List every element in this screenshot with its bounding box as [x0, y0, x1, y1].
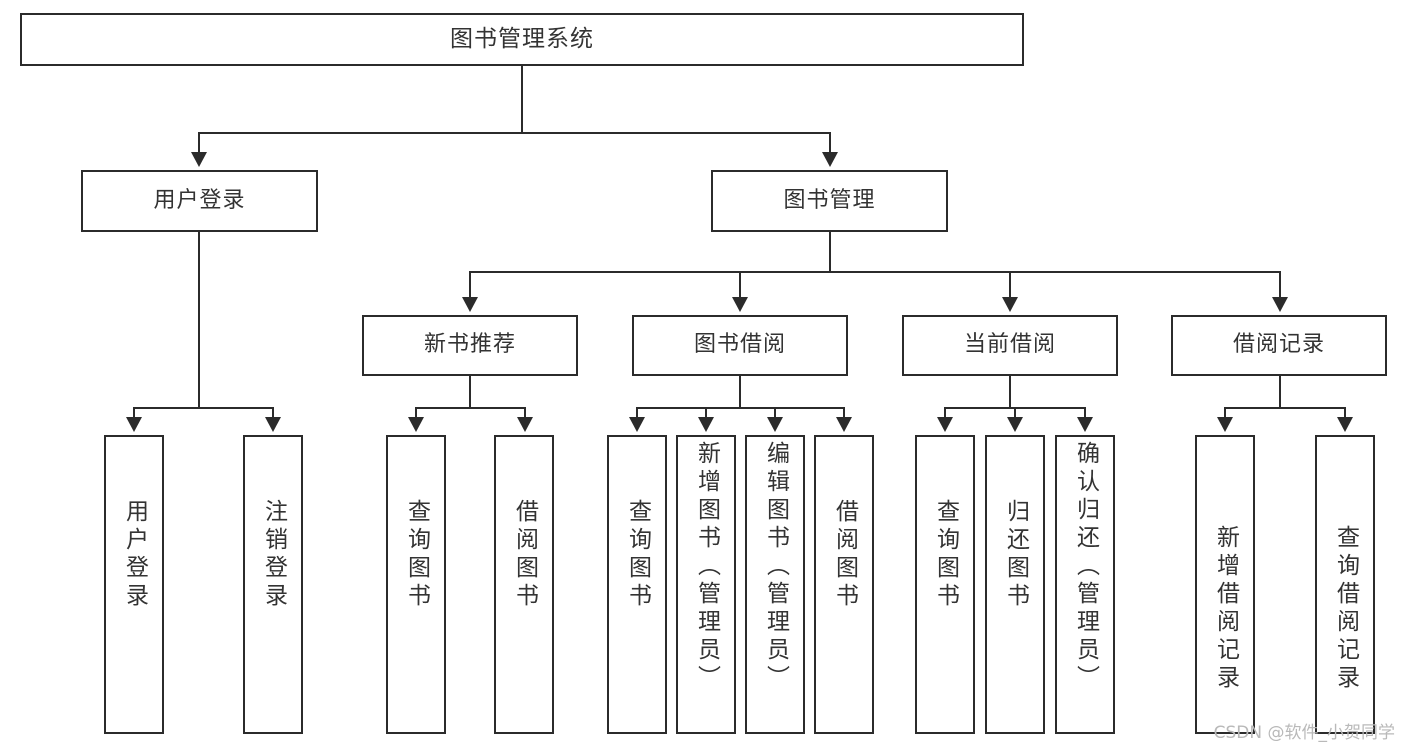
connector-borrow-l2 — [705, 407, 707, 419]
arrowhead-user-login — [191, 152, 207, 167]
node-leaf-query-record[interactable]: 查询借阅记录 — [1315, 435, 1375, 734]
connector-borrow-bus — [636, 407, 844, 409]
connector-user-login-stem — [198, 232, 200, 408]
node-leaf-logout-label: 注销登录 — [260, 499, 287, 611]
node-leaf-query-book-1[interactable]: 查询图书 — [386, 435, 446, 734]
node-book-manage-label: 图书管理 — [783, 187, 876, 213]
connector-user-login-bus — [133, 407, 273, 409]
connector-user-login-l2 — [272, 407, 274, 419]
node-leaf-query-book-2-label: 查询图书 — [624, 499, 651, 611]
node-new-book-recommend-label: 新书推荐 — [423, 332, 516, 358]
node-leaf-return-book[interactable]: 归还图书 — [985, 435, 1045, 734]
connector-book-manage-stem — [829, 232, 831, 272]
node-leaf-user-login[interactable]: 用户登录 — [104, 435, 164, 734]
node-leaf-user-login-label: 用户登录 — [121, 499, 148, 611]
node-leaf-return-book-label: 归还图书 — [1002, 499, 1029, 611]
arrowhead-leaf-add-book — [698, 417, 714, 432]
node-leaf-borrow-book-2-label: 借阅图书 — [831, 499, 858, 611]
connector-bm-to-recommend — [469, 271, 471, 299]
arrowhead-leaf-borrow-book-2 — [836, 417, 852, 432]
connector-record-bus — [1224, 407, 1345, 409]
node-leaf-add-record[interactable]: 新增借阅记录 — [1195, 435, 1255, 734]
node-leaf-query-book-3-label: 查询图书 — [932, 499, 959, 611]
connector-record-l2 — [1344, 407, 1346, 419]
arrowhead-leaf-logout — [265, 417, 281, 432]
connector-recommend-bus — [415, 407, 525, 409]
connector-borrow-l4 — [843, 407, 845, 419]
arrowhead-leaf-return-book — [1007, 417, 1023, 432]
node-root-label: 图书管理系统 — [450, 25, 594, 52]
connector-recommend-l2 — [524, 407, 526, 419]
node-leaf-borrow-book-2[interactable]: 借阅图书 — [814, 435, 874, 734]
node-current-borrow[interactable]: 当前借阅 — [902, 315, 1118, 376]
node-book-borrow-label: 图书借阅 — [693, 332, 786, 358]
arrowhead-book-borrow — [732, 297, 748, 312]
node-borrow-record-label: 借阅记录 — [1232, 332, 1325, 358]
arrowhead-current-borrow — [1002, 297, 1018, 312]
arrowhead-leaf-edit-book — [767, 417, 783, 432]
node-leaf-add-book-label: 新增图书（管理员） — [693, 441, 720, 693]
node-user-login[interactable]: 用户登录 — [81, 170, 318, 232]
connector-borrow-l1 — [636, 407, 638, 419]
arrowhead-leaf-query-book-2 — [629, 417, 645, 432]
connector-current-stem — [1009, 376, 1011, 408]
connector-recommend-l1 — [415, 407, 417, 419]
node-leaf-confirm-return-label: 确认归还（管理员） — [1072, 441, 1099, 693]
node-current-borrow-label: 当前借阅 — [963, 332, 1056, 358]
connector-borrow-stem — [739, 376, 741, 408]
node-book-manage[interactable]: 图书管理 — [711, 170, 948, 232]
node-leaf-borrow-book-1-label: 借阅图书 — [511, 499, 538, 611]
node-leaf-edit-book-label: 编辑图书（管理员） — [762, 441, 789, 693]
node-book-borrow[interactable]: 图书借阅 — [632, 315, 848, 376]
arrowhead-leaf-borrow-book-1 — [517, 417, 533, 432]
arrowhead-leaf-query-book-3 — [937, 417, 953, 432]
connector-book-manage-bus — [469, 271, 1280, 273]
node-root[interactable]: 图书管理系统 — [20, 13, 1024, 66]
connector-recommend-stem — [469, 376, 471, 408]
connector-root-bus — [198, 132, 830, 134]
connector-bm-to-borrow — [739, 271, 741, 299]
node-leaf-add-book[interactable]: 新增图书（管理员） — [676, 435, 736, 734]
node-leaf-query-record-label: 查询借阅记录 — [1332, 525, 1359, 693]
arrowhead-leaf-confirm-return — [1077, 417, 1093, 432]
connector-borrow-l3 — [774, 407, 776, 419]
arrowhead-book-manage — [822, 152, 838, 167]
arrowhead-leaf-query-record — [1337, 417, 1353, 432]
node-leaf-logout[interactable]: 注销登录 — [243, 435, 303, 734]
connector-root-stem — [521, 66, 523, 133]
connector-root-to-book-manage — [829, 132, 831, 154]
connector-current-l3 — [1084, 407, 1086, 419]
node-leaf-query-book-2[interactable]: 查询图书 — [607, 435, 667, 734]
connector-bm-to-record — [1279, 271, 1281, 299]
arrowhead-new-book-recommend — [462, 297, 478, 312]
node-leaf-confirm-return[interactable]: 确认归还（管理员） — [1055, 435, 1115, 734]
connector-user-login-l1 — [133, 407, 135, 419]
arrowhead-borrow-record — [1272, 297, 1288, 312]
connector-record-l1 — [1224, 407, 1226, 419]
connector-record-stem — [1279, 376, 1281, 408]
node-new-book-recommend[interactable]: 新书推荐 — [362, 315, 578, 376]
node-leaf-add-record-label: 新增借阅记录 — [1212, 525, 1239, 693]
arrowhead-leaf-add-record — [1217, 417, 1233, 432]
node-borrow-record[interactable]: 借阅记录 — [1171, 315, 1387, 376]
connector-root-to-user-login — [198, 132, 200, 154]
node-leaf-query-book-1-label: 查询图书 — [403, 499, 430, 611]
node-leaf-edit-book[interactable]: 编辑图书（管理员） — [745, 435, 805, 734]
node-leaf-borrow-book-1[interactable]: 借阅图书 — [494, 435, 554, 734]
arrowhead-leaf-user-login — [126, 417, 142, 432]
node-user-login-label: 用户登录 — [153, 187, 246, 213]
arrowhead-leaf-query-book-1 — [408, 417, 424, 432]
connector-bm-to-current — [1009, 271, 1011, 299]
connector-current-l1 — [944, 407, 946, 419]
node-leaf-query-book-3[interactable]: 查询图书 — [915, 435, 975, 734]
connector-current-l2 — [1014, 407, 1016, 419]
watermark-text: CSDN @软件_小贺同学 — [1213, 723, 1395, 743]
